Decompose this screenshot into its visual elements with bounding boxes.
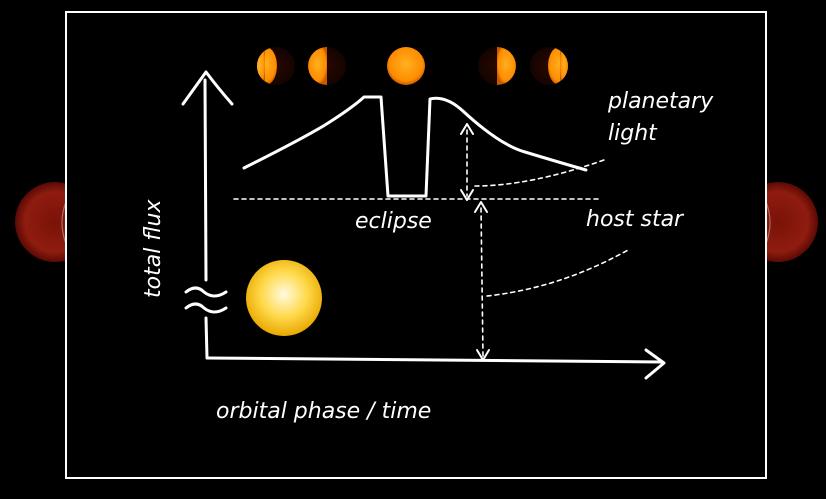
- planet-flux-arrow: [460, 123, 474, 201]
- planetary-light-label-line1: planetary: [607, 89, 714, 114]
- planetary-light-leader: [474, 159, 605, 187]
- y-axis-label: total flux: [141, 199, 166, 298]
- planet-phase-row: [257, 47, 568, 85]
- panel-background: [66, 12, 766, 478]
- x-axis-label: orbital phase / time: [216, 399, 431, 424]
- eclipse-label: eclipse: [355, 209, 432, 234]
- planet-phase-icon: [478, 47, 516, 85]
- planet-phase-icon: [530, 47, 568, 85]
- y-axis: [181, 70, 234, 360]
- axis-break-icon: [184, 286, 228, 314]
- phase-curve: [242, 95, 588, 198]
- star-flux-arrow: [474, 201, 490, 361]
- planet-phase-icon: [308, 47, 346, 85]
- x-axis: [205, 348, 666, 380]
- panel-frame: [65, 11, 767, 479]
- planetary-light-label-line2: light: [608, 121, 658, 146]
- sun-disk-icon: [246, 260, 322, 336]
- host-star-label: host star: [586, 207, 685, 232]
- planet-phase-icon: [257, 47, 295, 85]
- planet-phase-icon: [387, 47, 425, 85]
- host-star-leader: [486, 249, 629, 297]
